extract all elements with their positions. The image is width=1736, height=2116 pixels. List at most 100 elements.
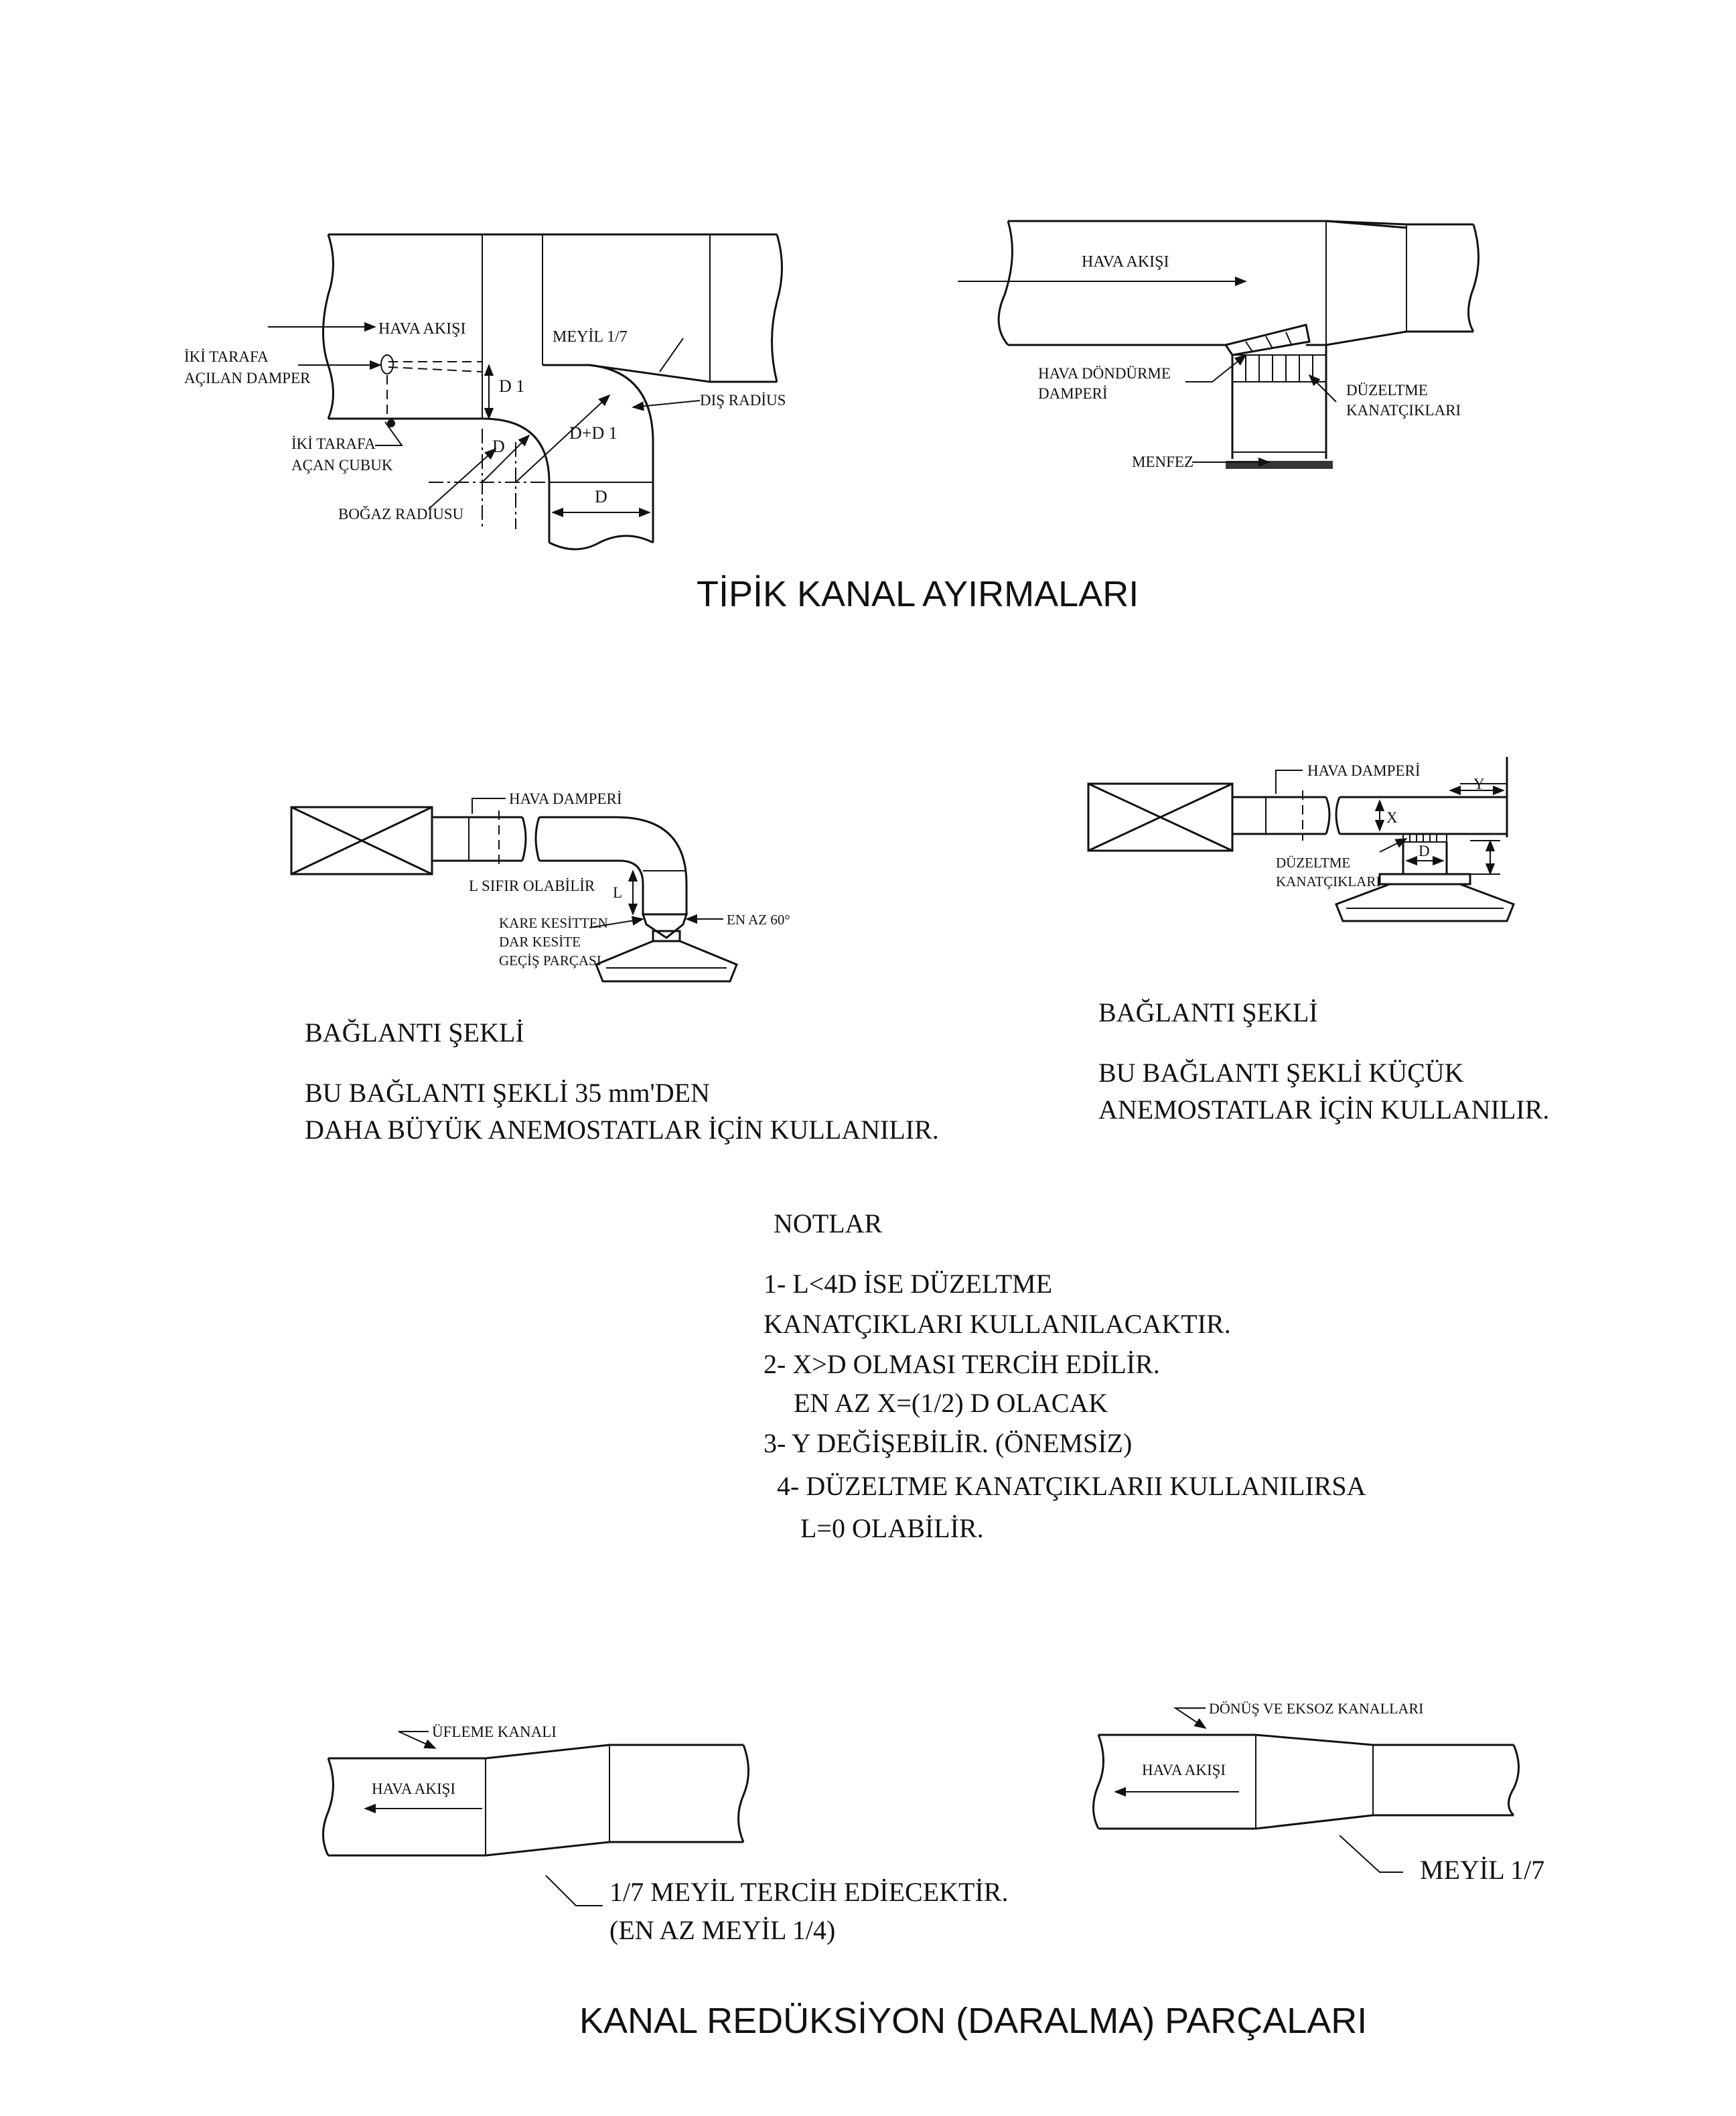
d1-label: D 1 — [499, 376, 524, 396]
l-sifir-label: L SIFIR OLABİLİR — [469, 877, 595, 894]
duzeltme-label-line1: DÜZELTME — [1346, 382, 1428, 399]
note-line-2: KANATÇIKLARI KULLANILACAKTIR. — [764, 1309, 1231, 1339]
duct-bottom — [539, 859, 644, 914]
scoop-hatch-2 — [1265, 336, 1273, 349]
gecis-label-line2: DAR KESİTE — [499, 934, 581, 950]
duct-top — [328, 1744, 743, 1760]
diffuser-cone — [1335, 883, 1515, 922]
neck-plate — [1378, 873, 1471, 886]
right-break — [1508, 1744, 1520, 1817]
left-break — [322, 1758, 334, 1856]
meyil-leader — [545, 1875, 603, 1906]
bogaz-radiusu-label: BOĞAZ RADİUSU — [338, 506, 464, 522]
scoop-damper — [1224, 324, 1311, 356]
notes-block: NOTLAR 1- L<4D İSE DÜZELTME KANATÇIKLARI… — [764, 1208, 1366, 1543]
section1-title: TİPİK KANAL AYIRMALARI — [697, 574, 1139, 614]
inner-radius-line — [482, 434, 530, 483]
en-az-label: EN AZ 60° — [727, 912, 790, 928]
d-label: D — [1419, 843, 1430, 859]
cubuk-label-line2: AÇAN ÇUBUK — [291, 457, 393, 474]
duzeltme-leader — [1308, 374, 1337, 403]
plenum-box — [1087, 782, 1234, 852]
duct-top-edge — [1008, 220, 1473, 226]
vane-lines — [1245, 355, 1313, 382]
plenum-cross — [1088, 782, 1233, 852]
vane-box — [1232, 354, 1327, 382]
hava-damperi-label: HAVA DAMPERİ — [1307, 762, 1421, 779]
right-break — [737, 1744, 749, 1843]
hava-akisi-label: HAVA AKIŞI — [372, 1780, 455, 1797]
x-label: X — [1386, 809, 1398, 826]
d-width-label: D — [595, 487, 607, 506]
main-duct-right-break — [771, 234, 783, 382]
note-line-7: L=0 OLABİLİR. — [800, 1513, 984, 1543]
section3-title: KANAL REDÜKSİYON (DARALMA) PARÇALARI — [579, 2001, 1367, 2041]
duzeltme-leader — [1379, 838, 1408, 853]
meyil-leader — [1339, 1835, 1403, 1873]
reducer-bottom — [1325, 330, 1473, 346]
note-line1: 1/7 MEYİL TERCİH EDİECEKTİR. — [609, 1877, 1009, 1907]
bogaz-leader — [428, 447, 497, 510]
d-diagonal-label: D — [492, 437, 505, 456]
hava-damperi-label: HAVA DAMPERİ — [509, 790, 622, 807]
turning-vane-diagram: HAVA AKIŞI HAVA DÖNDÜRME DAMPERİ DÜZELTM… — [958, 220, 1479, 470]
outer-radius-line — [515, 394, 611, 483]
gecis-leader — [589, 916, 644, 928]
plenum-box — [290, 806, 433, 875]
y-label: Y — [1473, 776, 1485, 792]
elbow-inner-curve — [482, 417, 551, 543]
break-right — [534, 817, 540, 861]
meyil-label: MEYİL 1/7 — [553, 328, 628, 346]
duct-right-break — [1467, 224, 1479, 332]
note-line-4: EN AZ X=(1/2) D OLACAK — [794, 1388, 1108, 1418]
return-reducer-diagram: DÖNÜŞ VE EKSOZ KANALLARI HAVA AKIŞI MEYİ… — [1092, 1700, 1544, 1885]
hava-akisi-label: HAVA AKIŞI — [378, 320, 466, 338]
note-line-6: 4- DÜZELTME KANATÇIKLARII KULLANILIRSA — [777, 1471, 1366, 1501]
note-line-3: 2- X>D OLMASI TERCİH EDİLİR. — [764, 1349, 1160, 1379]
elbow-bottom-break — [549, 535, 654, 551]
gecis-label-line1: KARE KESİTTEN — [499, 915, 608, 931]
donus-leader — [1173, 1707, 1207, 1729]
left-break — [1092, 1734, 1104, 1829]
dondurme-label-line2: DAMPERİ — [1038, 385, 1108, 402]
connection-large-diagram: HAVA DAMPERİ L SIFIR OLABİLİR L KARE KES… — [290, 790, 939, 1145]
duct-bottom — [1098, 1814, 1514, 1830]
elbow-outer-curve — [542, 364, 654, 543]
menfez-label: MENFEZ — [1132, 453, 1194, 470]
scoop-hatch-1 — [1245, 341, 1253, 352]
desc-line2: ANEMOSTATLAR İÇİN KULLANILIR. — [1098, 1095, 1549, 1125]
connection-small-diagram: HAVA DAMPERİ X Y D DÜZELTME KANATÇIKLARI… — [1087, 757, 1549, 1125]
reducer-top — [1325, 220, 1407, 229]
ufleme-leader — [398, 1731, 437, 1749]
split-elbow-diagram: HAVA AKIŞI MEYİL 1/7 İKİ TARAFA AÇILAN D… — [184, 233, 786, 551]
meyil-label: MEYİL 1/7 — [1420, 1855, 1544, 1885]
meyil-leader — [659, 338, 684, 372]
hava-akisi-label: HAVA AKIŞI — [1082, 253, 1169, 271]
note-line-1: 1- L<4D İSE DÜZELTME — [764, 1269, 1052, 1299]
damper-label-line2: AÇILAN DAMPER — [184, 370, 311, 386]
hava-damperi-leader — [472, 798, 506, 814]
side-dimension-ext — [1470, 840, 1500, 875]
damper-pivot — [380, 354, 394, 374]
hava-akisi-label: HAVA AKIŞI — [1142, 1762, 1226, 1778]
break-right — [1335, 796, 1341, 835]
plenum-cross — [291, 806, 433, 875]
desc-line1: BU BAĞLANTI ŞEKLİ 35 mm'DEN — [305, 1078, 710, 1108]
main-duct-left-break — [322, 234, 334, 419]
duct-top — [539, 816, 688, 914]
hava-damperi-leader — [1275, 770, 1303, 794]
notes-title: NOTLAR — [774, 1208, 883, 1239]
dondurme-label-line1: HAVA DÖNDÜRME — [1038, 365, 1171, 382]
baglanti-label: BAĞLANTI ŞEKLİ — [305, 1017, 524, 1048]
l-label: L — [613, 884, 622, 901]
rod-end — [387, 419, 395, 427]
vane-lines — [1409, 834, 1437, 842]
cubuk-label-line1: İKİ TARAFA — [291, 435, 376, 452]
donus-label: DÖNÜŞ VE EKSOZ KANALLARI — [1209, 1700, 1423, 1717]
damper-label-line1: İKİ TARAFA — [184, 348, 269, 365]
duct-left-break — [997, 220, 1013, 346]
break-left — [521, 817, 527, 861]
cubuk-leader — [375, 421, 403, 446]
desc-line2: DAHA BÜYÜK ANEMOSTATLAR İÇİN KULLANILIR. — [305, 1115, 939, 1145]
